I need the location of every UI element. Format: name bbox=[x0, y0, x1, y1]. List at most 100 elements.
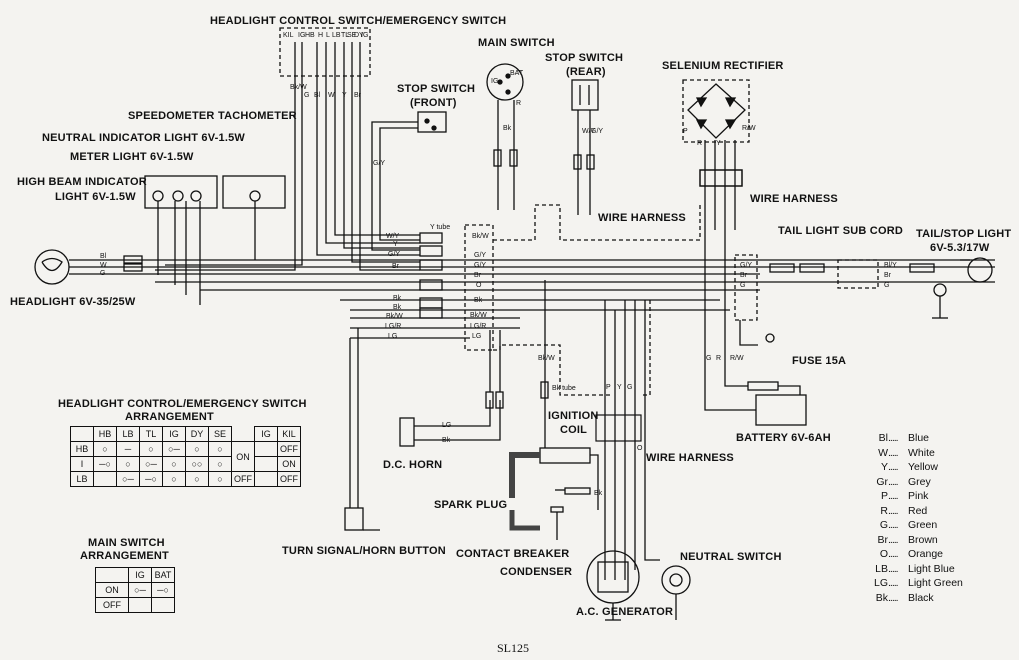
switch-term-h: H bbox=[318, 32, 324, 39]
wire-code: Bk/W bbox=[386, 313, 403, 320]
speedometer-label: SPEEDOMETER bbox=[128, 110, 215, 122]
legend-color-name: Brown bbox=[908, 533, 938, 546]
wire-code: G bbox=[100, 270, 106, 277]
switch-term-kil: KIL bbox=[283, 32, 294, 39]
tail-stop-light-sublabel: 6V-5.3/17W bbox=[930, 242, 990, 254]
wire-code: LG/R bbox=[470, 323, 487, 330]
battery-body bbox=[755, 394, 807, 426]
legend-color-name: Grey bbox=[908, 475, 931, 488]
switch-term-hb: HB bbox=[305, 32, 315, 39]
selenium-rectifier-label: SELENIUM RECTIFIER bbox=[662, 60, 784, 72]
main-switch-arrangement-title: MAIN SWITCH bbox=[88, 537, 165, 549]
wire-code: Bk bbox=[393, 295, 402, 302]
legend-code: LG bbox=[873, 577, 888, 589]
legend-code: Br bbox=[877, 533, 889, 546]
legend-dots: ..... bbox=[888, 475, 899, 488]
wire-code: Bl bbox=[314, 92, 321, 99]
tachometer-body bbox=[222, 175, 286, 209]
legend-code: Bk bbox=[875, 591, 888, 604]
wire-code: Bk bbox=[474, 297, 483, 304]
dc-horn-label: D.C. HORN bbox=[383, 459, 443, 471]
legend-row: Gr.....Grey bbox=[862, 475, 931, 488]
legend-dots: ..... bbox=[888, 577, 899, 589]
wire-code: R bbox=[697, 140, 703, 147]
wire-code: O bbox=[637, 445, 643, 452]
switch-drop-wires bbox=[155, 92, 420, 271]
tachometer-label: TACHOMETER bbox=[218, 110, 297, 122]
spark-plug-label: SPARK PLUG bbox=[434, 499, 508, 511]
legend-dots: ..... bbox=[888, 562, 899, 575]
wire-code: Br bbox=[354, 92, 361, 99]
wire-code: Bk bbox=[442, 437, 451, 444]
main-switch-body bbox=[486, 63, 524, 101]
wire-code: G bbox=[304, 92, 310, 99]
legend-color-name: Green bbox=[908, 519, 938, 531]
main-switch-bat-terminal: BAT bbox=[510, 70, 524, 77]
wire-code: Bl bbox=[100, 253, 107, 260]
wire-code: Y bbox=[342, 92, 347, 99]
main-switch-arrangement-subtitle: ARRANGEMENT bbox=[80, 550, 169, 562]
legend-row: O..... Orange bbox=[862, 548, 943, 560]
wire-code: Y bbox=[393, 241, 398, 248]
legend-row: Bl..... Blue bbox=[862, 432, 929, 444]
headlight-arrangement-table: HB LB TL IG DY SE IG KIL HB ○─○○─○○ ON O… bbox=[70, 426, 301, 487]
legend-color-name: Light Green bbox=[908, 577, 963, 589]
switch-term-ig2: IG bbox=[361, 32, 369, 39]
legend-dots: ..... bbox=[888, 533, 899, 546]
legend-row: Br..... Brown bbox=[862, 534, 938, 546]
switch-term-ig: IG bbox=[298, 32, 306, 39]
switch-term-dy: DY bbox=[354, 32, 364, 39]
fuse-body bbox=[747, 381, 779, 391]
turn-signal-button-label: TURN SIGNAL/HORN BUTTON bbox=[282, 545, 446, 557]
headlight-body bbox=[34, 249, 70, 285]
legend-dots: ..... bbox=[888, 461, 899, 473]
wire-code: O bbox=[476, 282, 482, 289]
bk-tube-label: Bk tube bbox=[552, 385, 576, 392]
horn-body bbox=[399, 417, 415, 447]
legend-code: O bbox=[879, 548, 888, 560]
high-beam-indicator-label: HIGH BEAM INDICATOR bbox=[17, 176, 147, 188]
wire-code: LG bbox=[388, 333, 398, 340]
fuse-label: FUSE 15A bbox=[792, 355, 847, 367]
wire-code: Bk bbox=[503, 125, 512, 132]
legend-row: Y.....Yellow bbox=[862, 461, 938, 473]
legend-color-name: Orange bbox=[908, 548, 944, 560]
wire-code: G bbox=[884, 282, 890, 289]
wire-code: R bbox=[516, 100, 522, 107]
legend-row: W.....White bbox=[862, 447, 935, 459]
legend-dots: ..... bbox=[888, 432, 899, 444]
neutral-indicator-label: NEUTRAL INDICATOR LIGHT 6V-1.5W bbox=[42, 132, 245, 144]
legend-code: G bbox=[879, 519, 888, 531]
wire-code: Bl/Y bbox=[884, 262, 897, 269]
ignition-coil-sublabel: COIL bbox=[560, 424, 588, 436]
legend-code: Y bbox=[880, 461, 888, 473]
headlight-switch-label: HEADLIGHT CONTROL SWITCH/EMERGENCY SWITC… bbox=[210, 15, 507, 27]
legend-dots: ..... bbox=[888, 591, 899, 604]
wire-code: R/W bbox=[730, 355, 744, 362]
wire-code: G bbox=[706, 355, 712, 362]
headlight-arrangement-title: HEADLIGHT CONTROL/EMERGENCY SWITCH bbox=[58, 398, 307, 410]
wire-code: Br bbox=[392, 263, 399, 270]
legend-code: P bbox=[880, 490, 888, 502]
wire-code: W/Y bbox=[582, 128, 596, 135]
contact-breaker-label: CONTACT BREAKER bbox=[456, 548, 570, 560]
legend-row: R.....Red bbox=[862, 505, 927, 517]
ac-generator-label: A.C. GENERATOR bbox=[576, 606, 674, 618]
legend-dots: ..... bbox=[888, 548, 899, 560]
main-switch-label: MAIN SWITCH bbox=[478, 37, 555, 49]
wire-code: Y bbox=[617, 384, 622, 391]
wire-code: R bbox=[716, 355, 722, 362]
main-harness-lines bbox=[155, 259, 995, 339]
wire-code: Br bbox=[884, 272, 891, 279]
legend-code: Bl bbox=[878, 432, 888, 444]
wire-code: LG/R bbox=[385, 323, 402, 330]
legend-color-name: Blue bbox=[908, 432, 930, 444]
stop-switch-rear-sublabel: (REAR) bbox=[566, 66, 606, 78]
wire-code: Br bbox=[740, 272, 747, 279]
neutral-switch-body bbox=[661, 565, 691, 595]
y-tube-label: Y tube bbox=[430, 224, 451, 231]
wire-code: G bbox=[627, 384, 633, 391]
wire-code: Bk/W bbox=[472, 233, 489, 240]
